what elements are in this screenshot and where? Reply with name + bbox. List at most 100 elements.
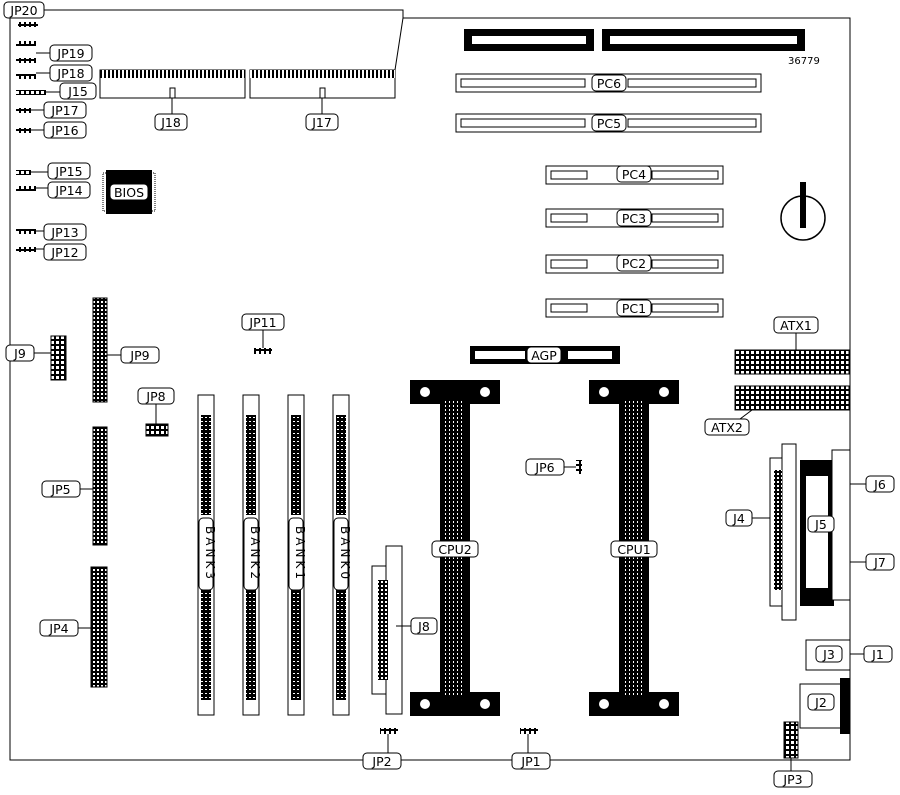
- svg-text:JP6: JP6: [534, 460, 554, 475]
- board-outline: [9, 9, 851, 761]
- svg-text:J18: J18: [160, 115, 181, 130]
- label-j9: J9: [5, 344, 51, 362]
- svg-text:J8: J8: [417, 619, 430, 634]
- svg-text:J1: J1: [871, 647, 884, 662]
- svg-text:J4: J4: [732, 511, 745, 526]
- bank3-label: BANK3: [203, 526, 217, 582]
- svg-text:AGP: AGP: [531, 348, 557, 363]
- dimm-bank2: [242, 394, 260, 716]
- atx2-connector: [734, 385, 850, 411]
- slot-pc6: PC6: [455, 73, 762, 93]
- svg-text:J5: J5: [814, 517, 827, 532]
- jp6-header: [576, 460, 582, 474]
- label-j8: J8: [396, 617, 438, 635]
- jp2-header: [380, 728, 398, 734]
- label-jp14: JP14: [36, 181, 91, 199]
- atx1-connector: [734, 349, 850, 375]
- svg-text:J17: J17: [311, 115, 332, 130]
- svg-text:PC6: PC6: [597, 76, 621, 91]
- battery: [780, 182, 826, 241]
- svg-text:JP20: JP20: [9, 3, 37, 18]
- bank1-label: BANK1: [293, 526, 307, 582]
- label-j4: J4: [725, 509, 770, 527]
- bios-chip: BIOS: [102, 170, 156, 214]
- label-j3: J3: [815, 645, 843, 663]
- svg-text:ATX2: ATX2: [711, 420, 743, 435]
- jp11-header: [254, 348, 272, 354]
- svg-text:JP11: JP11: [248, 315, 276, 330]
- dimm-bank1: [287, 394, 305, 716]
- label-jp12: JP12: [36, 243, 87, 261]
- jp1-header: [520, 728, 538, 734]
- label-jp3: JP3: [773, 758, 813, 788]
- jp4-header: [90, 566, 108, 688]
- svg-text:JP12: JP12: [50, 245, 78, 260]
- j9-header: [50, 335, 67, 381]
- cpu2-slot: CPU2: [410, 380, 500, 716]
- slot-pc2: PC2: [545, 254, 724, 274]
- label-j15: J15: [46, 82, 97, 100]
- label-jp18: JP18: [36, 64, 93, 82]
- label-j1: J1: [850, 645, 893, 663]
- label-jp13: JP13: [36, 223, 87, 241]
- label-atx1: ATX1: [773, 316, 819, 350]
- svg-text:J6: J6: [873, 477, 886, 492]
- svg-text:CPU2: CPU2: [438, 542, 471, 557]
- label-j7: J7: [850, 553, 895, 571]
- svg-text:JP18: JP18: [56, 66, 84, 81]
- jp3-header: [783, 721, 799, 759]
- svg-text:JP16: JP16: [50, 123, 78, 138]
- jp5-header: [92, 426, 108, 546]
- label-jp16: JP16: [31, 121, 87, 139]
- svg-text:JP5: JP5: [50, 482, 70, 497]
- slot-pc3: PC3: [545, 208, 724, 228]
- svg-text:J9: J9: [13, 346, 26, 361]
- svg-text:J7: J7: [873, 555, 886, 570]
- cpu1-slot: CPU1: [589, 380, 679, 716]
- svg-text:JP3: JP3: [782, 772, 802, 787]
- svg-text:PC3: PC3: [622, 211, 646, 226]
- slot-pc4: PC4: [545, 165, 724, 185]
- label-j6: J6: [850, 475, 895, 493]
- svg-text:JP17: JP17: [50, 103, 78, 118]
- svg-text:PC4: PC4: [622, 167, 646, 182]
- label-jp19: JP19: [36, 44, 93, 62]
- svg-text:J15: J15: [67, 84, 88, 99]
- svg-text:JP2: JP2: [371, 754, 391, 769]
- label-jp6: JP6: [525, 458, 576, 476]
- label-jp17: JP17: [31, 101, 87, 119]
- label-j18: J18: [154, 113, 188, 131]
- label-j2: J2: [807, 693, 835, 711]
- jp8-header: [145, 423, 169, 437]
- svg-text:J2: J2: [814, 695, 827, 710]
- svg-text:J3: J3: [822, 647, 835, 662]
- svg-text:JP1: JP1: [520, 754, 540, 769]
- svg-text:JP4: JP4: [48, 621, 68, 636]
- board-id: 36779: [788, 56, 820, 67]
- svg-text:CPU1: CPU1: [617, 542, 650, 557]
- jp9-header: [92, 297, 108, 403]
- j8-connector: [371, 545, 403, 715]
- svg-text:JP8: JP8: [145, 389, 165, 404]
- svg-text:JP14: JP14: [54, 183, 82, 198]
- svg-text:JP19: JP19: [56, 46, 84, 61]
- label-jp11: JP11: [241, 313, 285, 348]
- label-jp2: JP2: [362, 734, 402, 770]
- svg-text:PC1: PC1: [622, 301, 646, 316]
- label-jp9: JP9: [107, 346, 160, 364]
- svg-text:PC5: PC5: [597, 116, 621, 131]
- label-atx2: ATX2: [704, 409, 753, 436]
- bank2-label: BANK2: [248, 526, 262, 582]
- svg-text:ATX1: ATX1: [780, 318, 812, 333]
- dimm-bank0: [332, 394, 350, 716]
- svg-text:JP15: JP15: [54, 164, 82, 179]
- svg-text:BIOS: BIOS: [114, 185, 144, 200]
- j5-connector: J5: [800, 449, 851, 606]
- slot-pc1: PC1: [545, 298, 724, 318]
- svg-text:PC2: PC2: [622, 256, 646, 271]
- slot-agp: AGP: [470, 346, 620, 364]
- label-jp5: JP5: [41, 480, 93, 498]
- label-jp4: JP4: [39, 619, 91, 637]
- svg-text:JP13: JP13: [50, 225, 78, 240]
